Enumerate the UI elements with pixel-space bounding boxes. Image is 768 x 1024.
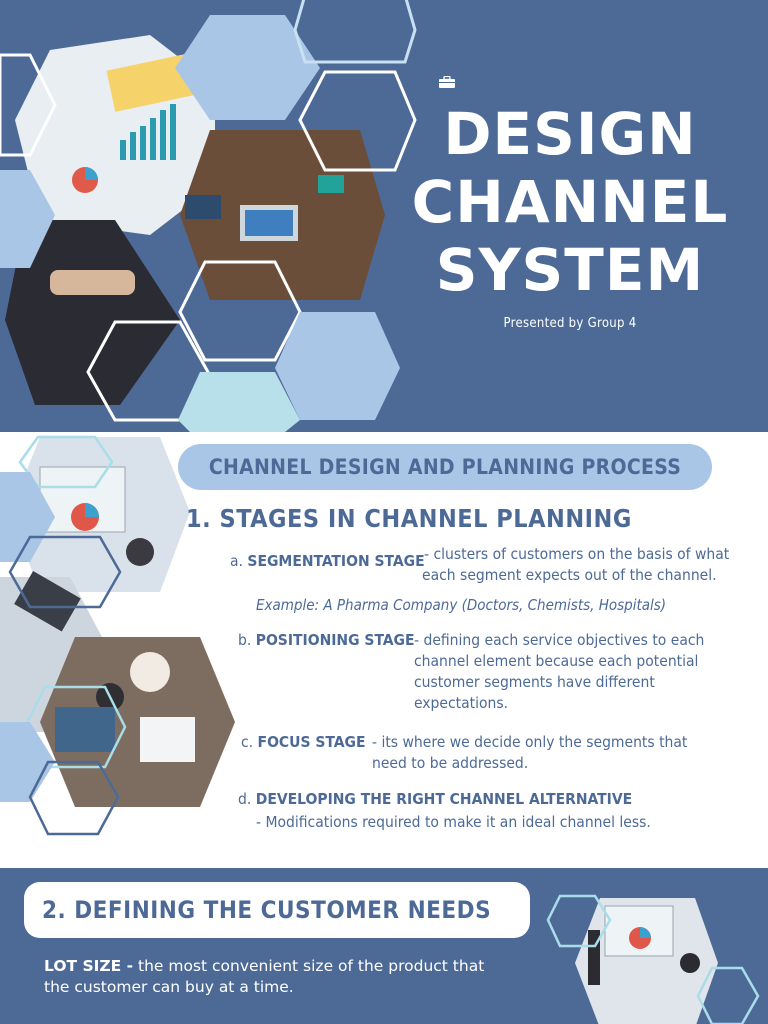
subtitle: Presented by Group 4 [503, 316, 637, 331]
section-heading: 1. STAGES IN CHANNEL PLANNING [186, 504, 632, 533]
desc-line: - defining each service objectives to ea… [414, 631, 705, 649]
title-line: DESIGN [443, 100, 697, 168]
lot-size-desc: the most convenient size of the product … [44, 957, 485, 996]
title-line: SYSTEM [435, 236, 705, 304]
stage-d-prefix: d. [238, 790, 252, 808]
hex-shape [546, 894, 612, 948]
stage-b-label: b. POSITIONING STAGE [238, 630, 415, 651]
hex-shape [18, 435, 114, 489]
hex-shape [0, 722, 55, 802]
hex-shape [8, 535, 122, 609]
stage-c-title: FOCUS STAGE [257, 733, 366, 751]
hero-section: DESIGN CHANNEL SYSTEM Presented by Group… [0, 0, 768, 432]
hex-shape [275, 312, 400, 420]
desc-line: - its where we decide only the segments … [372, 733, 688, 751]
desc-line: expectations. [414, 694, 509, 712]
customer-needs-section: 2. DEFINING THE CUSTOMER NEEDS LOT SIZE … [0, 868, 768, 1024]
hex-shape [175, 15, 320, 120]
hex-shape [28, 760, 120, 836]
stage-b-title: POSITIONING STAGE [255, 631, 415, 649]
hex-shape [178, 260, 302, 362]
hex-shape [0, 53, 57, 157]
planning-process-section: CHANNEL DESIGN AND PLANNING PROCESS 1. S… [0, 432, 768, 868]
mid-hexagon-collage [0, 435, 235, 836]
stage-a-prefix: a. [230, 552, 243, 570]
stage-c-prefix: c. [241, 733, 254, 751]
desc-line: need to be addressed. [372, 754, 529, 772]
stage-d-label: d. DEVELOPING THE RIGHT CHANNEL ALTERNAT… [238, 789, 632, 810]
section-heading: 2. DEFINING THE CUSTOMER NEEDS [24, 882, 530, 938]
photo-hex-handshake [5, 220, 180, 405]
stage-a-title: SEGMENTATION STAGE [247, 552, 425, 570]
hex-shape [0, 170, 55, 268]
hex-shape [298, 70, 417, 172]
hero-hexagon-collage [0, 0, 417, 432]
photo-hex-team-meeting [40, 637, 235, 807]
desc-line: channel element because each potential [414, 652, 699, 670]
stage-c-desc: - its where we decide only the segments … [372, 732, 687, 774]
stage-d-title: DEVELOPING THE RIGHT CHANNEL ALTERNATIVE [255, 790, 633, 808]
lot-size-label: LOT SIZE - [44, 957, 134, 975]
example-text: Example: A Pharma Company (Doctors, Chem… [256, 596, 667, 614]
section-banner: CHANNEL DESIGN AND PLANNING PROCESS [178, 444, 712, 490]
stage-a-label: a. SEGMENTATION STAGE [230, 551, 425, 572]
lot-size-text: LOT SIZE - the most convenient size of t… [44, 956, 504, 998]
stage-d-desc: - Modifications required to make it an i… [256, 813, 651, 831]
stage-b-desc: - defining each service objectives to ea… [414, 630, 704, 714]
hex-shape [0, 472, 55, 562]
hex-shape [293, 0, 417, 64]
stage-a-desc: each segment expects out of the channel. [422, 566, 717, 584]
stage-b-prefix: b. [238, 631, 252, 649]
sticky-note-shape [106, 54, 194, 112]
stage-c-label: c. FOCUS STAGE [241, 732, 366, 753]
desc-line: customer segments have different [414, 673, 655, 691]
stage-a-desc: - clusters of customers on the basis of … [424, 545, 730, 563]
hex-shape [178, 372, 300, 432]
title-line: CHANNEL [411, 168, 729, 236]
bar-chart-shape [120, 104, 176, 160]
bottom-hexagon-collage [546, 894, 760, 1024]
briefcase-icon [439, 76, 455, 88]
hex-shape [696, 966, 760, 1024]
page-title: DESIGN CHANNEL SYSTEM [400, 100, 740, 304]
